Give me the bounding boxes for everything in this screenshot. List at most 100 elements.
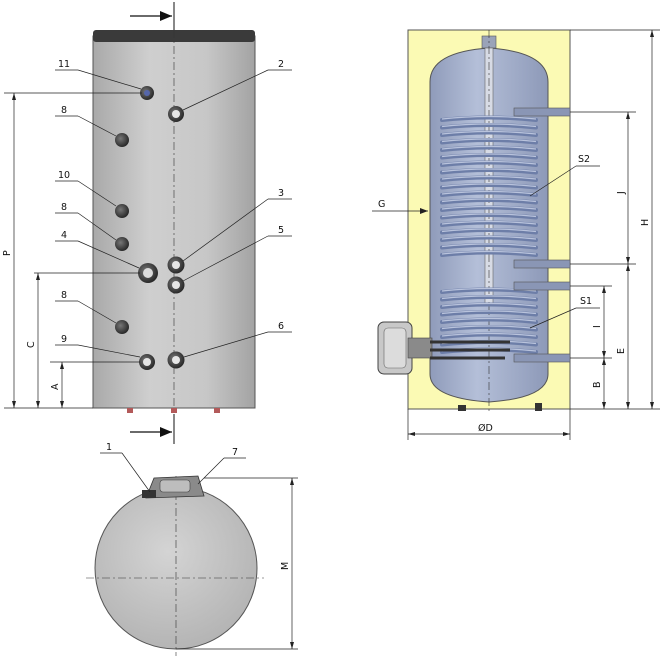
callout-3: 3 xyxy=(278,188,284,199)
coil-turn xyxy=(440,183,538,190)
coil-turn xyxy=(440,190,538,197)
tank-foot xyxy=(127,408,133,413)
coil-turn-highlight xyxy=(441,168,537,173)
outlet-arrow xyxy=(130,414,175,444)
electric-heater-flange xyxy=(377,321,510,375)
coil-turn-highlight xyxy=(441,317,537,322)
callout-4: 4 xyxy=(61,230,67,241)
callout-5: 5 xyxy=(278,225,284,236)
coil-turn-highlight xyxy=(441,198,537,203)
port-5 xyxy=(167,276,185,294)
upper-coil-s2 xyxy=(440,115,538,257)
coil-turn-highlight xyxy=(441,295,537,300)
top-fitting-assembly xyxy=(142,475,205,499)
coil-turn xyxy=(440,287,538,294)
coil-turn xyxy=(440,198,538,205)
callout-6: 6 xyxy=(278,321,284,332)
dimension-b: B xyxy=(592,381,603,388)
dimension-c: C xyxy=(26,341,37,348)
tank-foot xyxy=(214,408,220,413)
coil-turn xyxy=(440,295,538,302)
dimension-e: E xyxy=(616,348,627,354)
coil-turn-highlight xyxy=(441,213,537,218)
top-view: 1 7 M xyxy=(86,442,298,656)
callout-7: 7 xyxy=(232,447,238,458)
port-10 xyxy=(115,204,129,218)
section-foot xyxy=(535,403,542,411)
nozzle-upper-coil-bottom xyxy=(513,259,571,269)
section-foot xyxy=(458,405,466,411)
port-3 xyxy=(167,256,185,274)
coil-turn-highlight xyxy=(441,190,537,195)
coil-turn-highlight xyxy=(441,160,537,165)
port-9 xyxy=(139,354,155,370)
coil-turn-highlight xyxy=(441,205,537,210)
coil-turn-highlight xyxy=(441,325,537,330)
callout-1: 1 xyxy=(106,442,112,453)
dimension-h: H xyxy=(640,219,651,226)
coil-turn-highlight xyxy=(441,175,537,180)
port-6 xyxy=(167,351,185,369)
coil-turn-highlight xyxy=(441,243,537,248)
nozzle-lower-coil-top xyxy=(513,281,571,291)
nozzle-lower-coil-bottom xyxy=(513,353,571,363)
coil-turn xyxy=(440,250,538,257)
coil-turn xyxy=(440,115,538,122)
coil-turn xyxy=(440,213,538,220)
coil-turn-highlight xyxy=(441,153,537,158)
coil-turn xyxy=(440,317,538,324)
coil-turn-highlight xyxy=(441,183,537,188)
callout-9: 9 xyxy=(61,334,67,345)
callout-10: 10 xyxy=(58,170,70,181)
coil-turn xyxy=(440,145,538,152)
callout-8-upper: 8 xyxy=(61,105,67,116)
coil-turn xyxy=(440,160,538,167)
coil-turn xyxy=(440,123,538,130)
dimension-j: J xyxy=(616,191,627,195)
coil-turn xyxy=(440,228,538,235)
dimension-i: I xyxy=(592,325,603,328)
inlet-arrow xyxy=(130,2,175,32)
coil-turn xyxy=(440,175,538,182)
section-view: G S2 S1 H J E I B xyxy=(372,29,660,440)
callout-11: 11 xyxy=(58,59,70,70)
front-view: 11 2 8 10 8 3 4 5 8 9 6 P C A xyxy=(2,2,292,444)
coil-turn xyxy=(440,235,538,242)
nozzle-upper-coil-top xyxy=(513,107,571,117)
coil-turn-highlight xyxy=(441,115,537,120)
coil-turn-highlight xyxy=(441,302,537,307)
coil-turn xyxy=(440,243,538,250)
label-s1: S1 xyxy=(580,296,592,307)
coil-turn-highlight xyxy=(441,145,537,150)
coil-turn xyxy=(440,168,538,175)
port-8c xyxy=(115,320,129,334)
coil-turn-highlight xyxy=(441,138,537,143)
callout-8-lower: 8 xyxy=(61,290,67,301)
coil-turn-highlight xyxy=(441,220,537,225)
dimension-a: A xyxy=(50,383,61,390)
coil-turn-highlight xyxy=(441,250,537,255)
port-8b xyxy=(115,237,129,251)
coil-turn xyxy=(440,130,538,137)
callout-8-middle: 8 xyxy=(61,202,67,213)
port-11 xyxy=(140,86,154,100)
coil-turn xyxy=(440,205,538,212)
coil-turn-highlight xyxy=(441,228,537,233)
lower-coil-s1 xyxy=(440,287,538,354)
coil-turn-highlight xyxy=(441,235,537,240)
tank-foot xyxy=(171,408,177,413)
callout-2: 2 xyxy=(278,59,284,70)
dimension-p: P xyxy=(2,250,13,256)
coil-turn xyxy=(440,153,538,160)
coil-turn xyxy=(440,138,538,145)
coil-turn-highlight xyxy=(441,130,537,135)
label-g: G xyxy=(378,199,385,210)
coil-turn xyxy=(440,332,538,339)
dimension-d: ØD xyxy=(478,423,493,434)
coil-turn xyxy=(440,302,538,309)
coil-turn xyxy=(440,310,538,317)
port-8a xyxy=(115,133,129,147)
coil-turn-highlight xyxy=(441,332,537,337)
coil-turn xyxy=(440,220,538,227)
